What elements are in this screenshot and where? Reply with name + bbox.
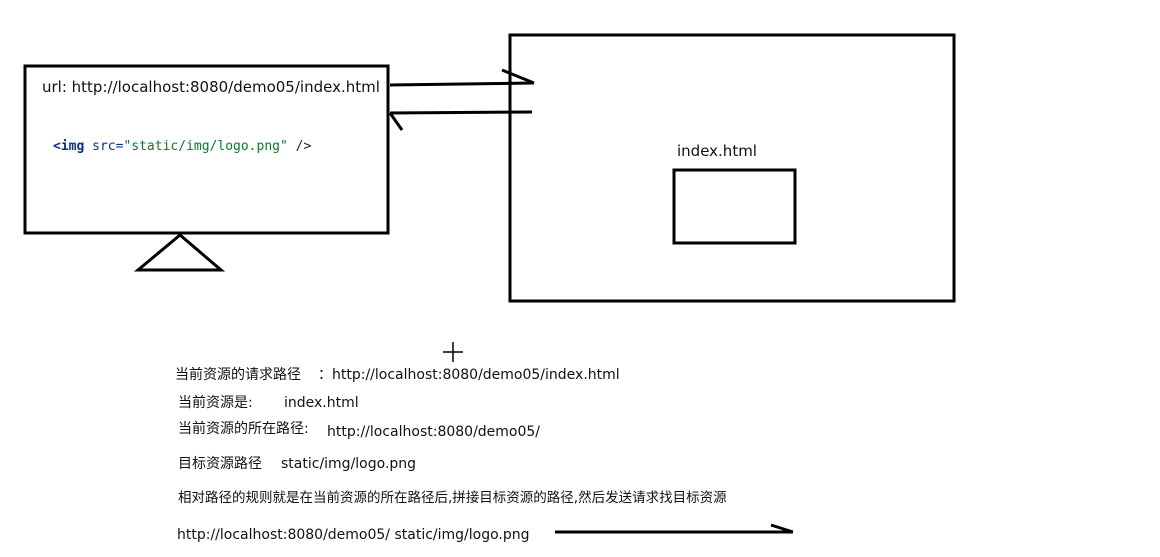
response-arrow-head (388, 112, 404, 131)
target-path-value: static/img/logo.png (281, 456, 417, 472)
server-file-label: index.html (677, 142, 757, 160)
current-resource-label: 当前资源是: (178, 395, 253, 411)
result-url-text: http://localhost:8080/demo05/ static/img… (177, 527, 530, 543)
target-path-label: 目标资源路径 (178, 456, 262, 472)
result-arrow-head (770, 523, 794, 534)
current-dir-value: http://localhost:8080/demo05/ (327, 424, 541, 440)
request-arrow-head (501, 68, 535, 85)
request-path-label: 当前资源的请求路径 (175, 367, 301, 383)
img-tag-src-value: "static/img/logo.png" (123, 139, 288, 154)
browser-window (23, 64, 390, 235)
img-tag-src-attr: src= (92, 139, 124, 154)
relative-path-rule-text: 相对路径的规则就是在当前资源的所在路径后,拼接目标资源的路径,然后发送请求找目标… (178, 490, 727, 506)
browser-url-text: url: http://localhost:8080/demo05/index.… (42, 78, 380, 96)
index-html-file-box (672, 168, 797, 245)
current-resource-value: index.html (284, 395, 359, 411)
current-dir-label: 当前资源的所在路径: (178, 421, 309, 437)
server-box (508, 33, 956, 303)
response-arrow-line (389, 110, 533, 115)
monitor-stand (133, 233, 226, 272)
img-tag-code: <img src="static/img/logo.png" /> (53, 139, 311, 155)
crosshair-cursor-icon (443, 342, 463, 362)
img-tag-close: /> (287, 139, 312, 154)
request-path-value: ：http://localhost:8080/demo05/index.html (318, 367, 620, 383)
img-tag-open: <img (53, 139, 85, 154)
request-arrow-line (389, 81, 535, 87)
